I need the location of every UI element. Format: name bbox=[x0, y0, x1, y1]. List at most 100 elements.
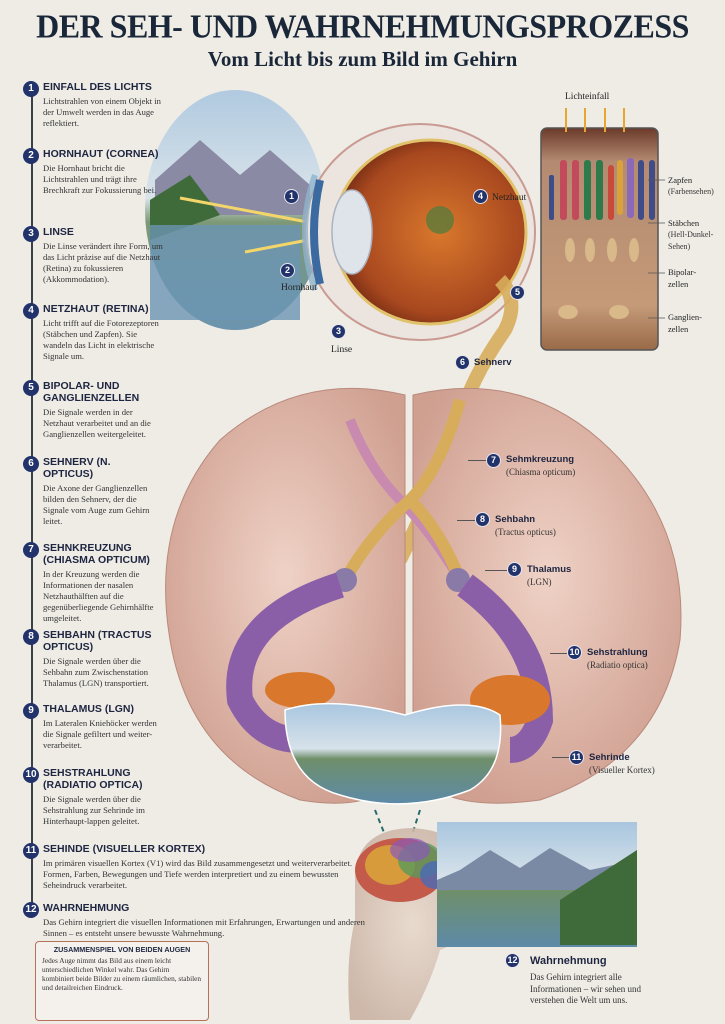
marker-10: 10 bbox=[567, 645, 582, 660]
step-text: Lichtstrahlen von einem Objekt in der Um… bbox=[43, 96, 161, 128]
step-number-badge: 10 bbox=[23, 767, 39, 783]
step-title: Einfall des Lichts bbox=[43, 81, 152, 93]
step-text: Die Signale werden in der Netzhaut verar… bbox=[43, 407, 151, 439]
step-number-badge: 3 bbox=[23, 226, 39, 242]
label-hornhaut: Hornhaut bbox=[281, 283, 317, 293]
leader-line bbox=[485, 570, 507, 571]
brain-label-sub: (Visueller Kortex) bbox=[589, 765, 655, 775]
landscape-image bbox=[145, 90, 325, 330]
brain-label-sub: (LGN) bbox=[527, 577, 552, 587]
step-title: Netzhaut (Retina) bbox=[43, 303, 149, 315]
step-number-badge: 4 bbox=[23, 303, 39, 319]
label-thalamus: Thalamus (LGN) bbox=[527, 564, 571, 588]
label-bipolarzellen: Bipolar-zellen bbox=[668, 267, 697, 289]
step-title: Hornhaut (Cornea) bbox=[43, 148, 159, 160]
step-text: Licht trifft auf die Fotorezeptoren (Stä… bbox=[43, 318, 159, 361]
leader-line bbox=[550, 653, 567, 654]
label-sehnerv: Sehnerv bbox=[474, 357, 512, 369]
binocular-info-box: ZUSAMMENSPIEL VON BEIDEN AUGEN Jedes Aug… bbox=[35, 941, 209, 1021]
marker-7: 7 bbox=[486, 453, 501, 468]
marker-6: 6 bbox=[455, 355, 470, 370]
brain-label-sub: (Radiatio optica) bbox=[587, 660, 648, 670]
page-title: DER SEH- UND WAHRNEHMUNGSPROZESS bbox=[36, 7, 689, 45]
perception-text: Das Gehirn integriert alle Informationen… bbox=[530, 972, 641, 1005]
step-number-badge: 1 bbox=[23, 81, 39, 97]
marker-2: 2 bbox=[280, 263, 295, 278]
step-text: Die Linse verändert ihre Form, um das Li… bbox=[43, 241, 163, 284]
leader-line bbox=[468, 460, 486, 461]
staebchen-sub: (Hell-Dunkel-Sehen) bbox=[668, 230, 714, 251]
label-zapfen: Zapfen (Farbensehen) bbox=[668, 174, 714, 198]
step-text: Die Signale werden über die Sehbahn zum … bbox=[43, 656, 149, 688]
staebchen-name: Stäbchen bbox=[668, 218, 700, 228]
leader-line bbox=[552, 757, 569, 758]
marker-1: 1 bbox=[284, 189, 299, 204]
step-5: 5 Bipolar- und Ganglienzellen Die Signal… bbox=[23, 380, 163, 440]
brain-label-name: Sehmkreuzung bbox=[506, 454, 575, 465]
step-title: Sehstrahlung (Radiatio Optica) bbox=[43, 767, 143, 791]
perception-title: Wahrnehmung bbox=[530, 955, 607, 967]
step-text: Im primären visuellen Kortex (V1) wird d… bbox=[43, 858, 353, 890]
brain bbox=[165, 387, 682, 805]
label-sehstrahlung: Sehstrahlung (Radiatio optica) bbox=[587, 647, 648, 671]
label-sehnerv-text: Sehnerv bbox=[474, 357, 512, 368]
label-staebchen: Stäbchen (Hell-Dunkel-Sehen) bbox=[668, 217, 723, 253]
step-title: Linse bbox=[43, 226, 74, 238]
brain-label-name: Thalamus bbox=[527, 564, 572, 575]
label-sehnkreuzung: Sehmkreuzung (Chiasma opticum) bbox=[506, 454, 575, 478]
step-title: Sehinde (Visueller Kortex) bbox=[43, 843, 206, 855]
step-number-badge: 5 bbox=[23, 380, 39, 396]
label-ganglienzellen: Ganglien-zellen bbox=[668, 312, 702, 334]
box-text: Jedes Auge nimmt das Bild aus einem leic… bbox=[42, 956, 202, 992]
step-9: 9 Thalamus (LGN) Im Lateralen Kniehöcker… bbox=[23, 703, 163, 751]
label-netzhaut: Netzhaut bbox=[492, 193, 527, 203]
brain-label-sub: (Chiasma opticum) bbox=[506, 467, 576, 477]
marker-9: 9 bbox=[507, 562, 522, 577]
step-number-badge: 6 bbox=[23, 456, 39, 472]
page-subtitle: Vom Licht bis zum Bild im Gehirn bbox=[207, 47, 518, 71]
step-title: Bipolar- und Ganglienzellen bbox=[43, 380, 140, 404]
retina-inset bbox=[540, 108, 665, 351]
step-title: Wahrnehmung bbox=[43, 902, 130, 914]
step-text: Die Hornhaut bricht die Lichtstrahlen un… bbox=[43, 163, 157, 195]
marker-3: 3 bbox=[331, 324, 346, 339]
step-1: 1 Einfall des Lichts Lichtstrahlen von e… bbox=[23, 81, 163, 129]
zapfen-sub: (Farbensehen) bbox=[668, 187, 714, 196]
step-2: 2 Hornhaut (Cornea) Die Hornhaut bricht … bbox=[23, 148, 163, 196]
step-text: Das Gehirn integriert die visuellen Info… bbox=[43, 917, 365, 938]
step-text: Die Signale werden über die Sehstrahlung… bbox=[43, 794, 145, 826]
step-number-badge: 7 bbox=[23, 542, 39, 558]
label-sehbahn: Sehbahn (Tractus opticus) bbox=[495, 514, 556, 538]
step-number-badge: 2 bbox=[23, 148, 39, 164]
step-11: 11 Sehinde (Visueller Kortex) Im primäre… bbox=[23, 843, 383, 891]
step-number-badge: 11 bbox=[23, 843, 39, 859]
step-number-badge: 8 bbox=[23, 629, 39, 645]
step-title: Sehnerv (N. Opticus) bbox=[43, 456, 111, 480]
label-sehrinde: Sehrinde (Visueller Kortex) bbox=[589, 752, 655, 776]
step-3: 3 Linse Die Linse verändert ihre Form, u… bbox=[23, 226, 163, 285]
eyeball bbox=[302, 123, 536, 564]
timeline-line bbox=[31, 96, 33, 911]
step-text: In der Kreuzung werden die Informationen… bbox=[43, 569, 154, 623]
step-7: 7 Sehnkreuzung (Chiasma Opticum) In der … bbox=[23, 542, 163, 624]
brain-label-name: Sehbahn bbox=[495, 514, 536, 525]
step-title: Sehnkreuzung (Chiasma Opticum) bbox=[43, 542, 150, 566]
brain-label-sub: (Tractus opticus) bbox=[495, 527, 556, 537]
perception-landscape bbox=[437, 822, 637, 947]
step-4: 4 Netzhaut (Retina) Licht trifft auf die… bbox=[23, 303, 163, 362]
step-number-badge: 9 bbox=[23, 703, 39, 719]
brain-label-name: Sehrinde bbox=[589, 752, 630, 763]
marker-8: 8 bbox=[475, 512, 490, 527]
label-linse: Linse bbox=[331, 345, 353, 355]
label-lichteinfall: Lichteinfall bbox=[565, 92, 610, 102]
step-number-badge: 12 bbox=[23, 902, 39, 918]
step-text: Die Axone der Ganglienzellen bilden den … bbox=[43, 483, 150, 526]
marker-5: 5 bbox=[510, 285, 525, 300]
step-8: 8 Sehbahn (Tractus Opticus) Die Signale … bbox=[23, 629, 163, 689]
step-text: Im Lateralen Kniehöcker werden die Signa… bbox=[43, 718, 157, 750]
leader-line bbox=[457, 520, 475, 521]
step-10: 10 Sehstrahlung (Radiatio Optica) Die Si… bbox=[23, 767, 163, 827]
step-6: 6 Sehnerv (N. Opticus) Die Axone der Gan… bbox=[23, 456, 163, 527]
marker-12: 12 bbox=[505, 953, 520, 968]
